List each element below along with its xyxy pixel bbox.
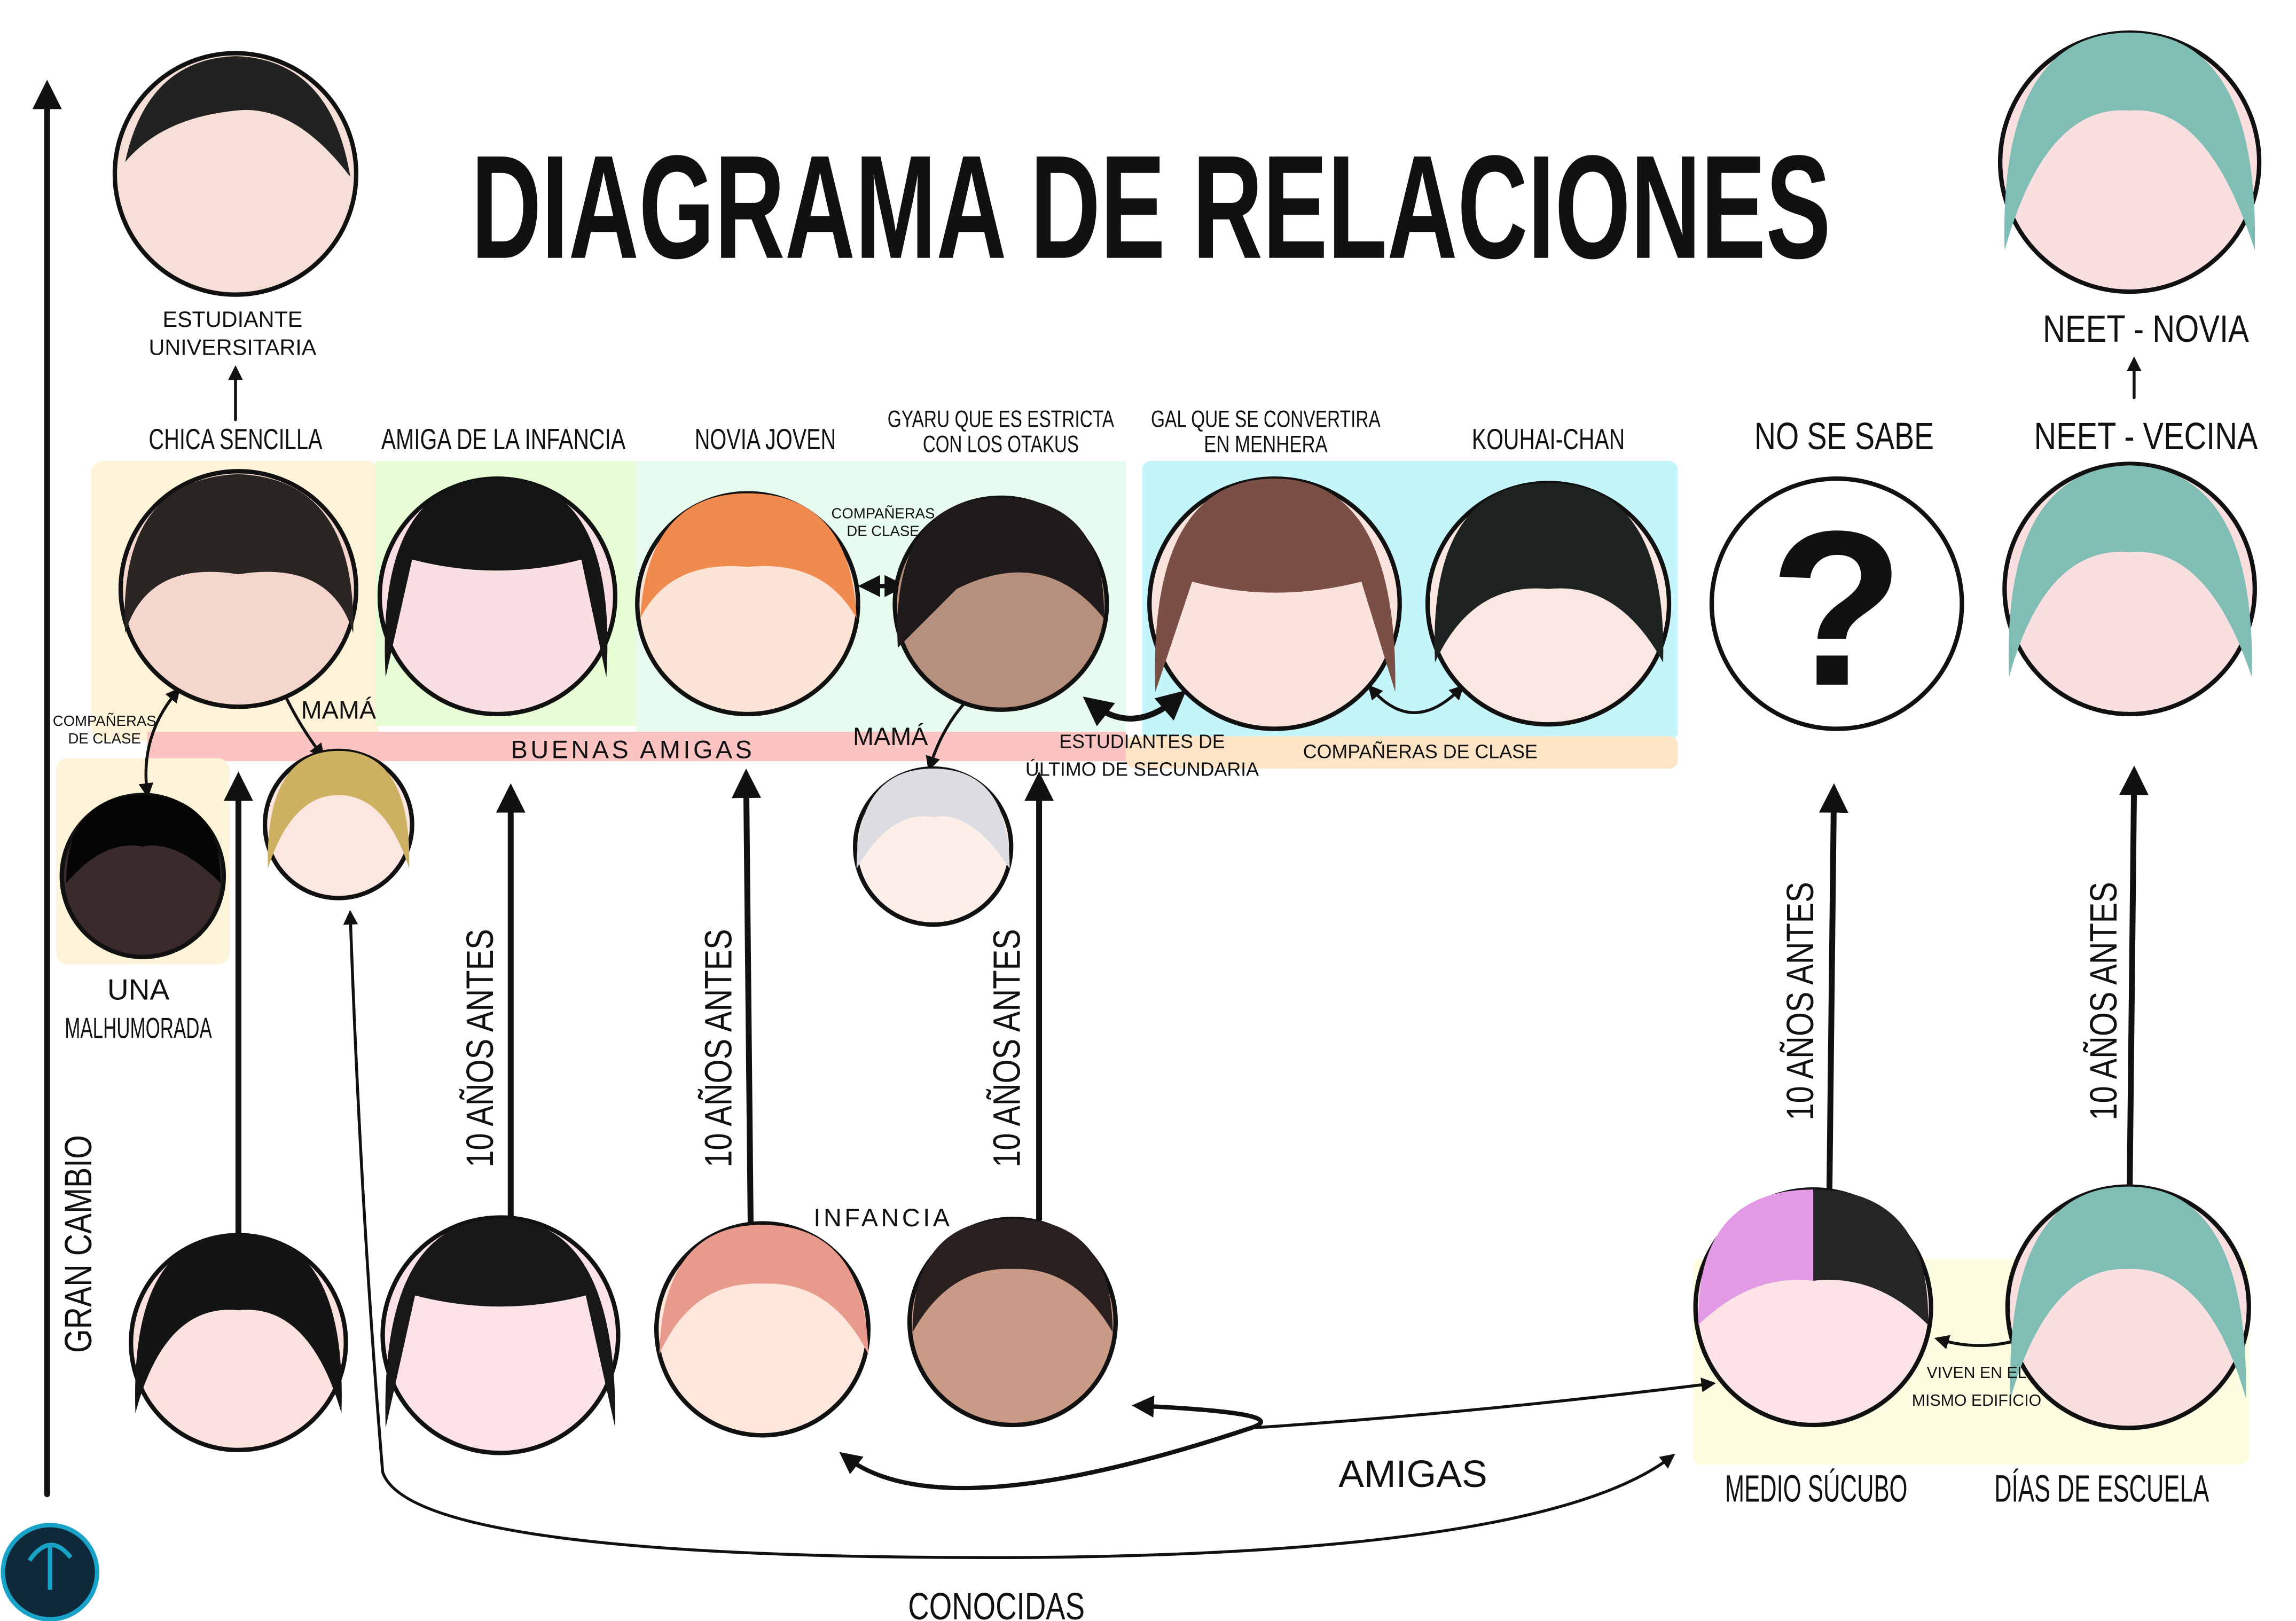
label-gal-2: EN MENHERA [1204,431,1328,457]
rel-buenas-amigas: BUENAS AMIGAS [511,736,755,764]
lonely-reader-logo [1,1523,99,1621]
portrait-malhumorada[interactable] [59,793,226,959]
portrait-estudiante[interactable] [112,51,359,297]
rel-10-anos-gyaru: 10 AÑOS ANTES [986,929,1029,1167]
rel-amigas: AMIGAS [1338,1453,1487,1495]
portrait-unknown[interactable]: ? [1709,476,1964,732]
label-estudiante-2: UNIVERSITARIA [148,335,316,360]
label-neet-vecina: NEET - VECINA [2034,415,2258,458]
rel-estudiantes-l1: ESTUDIANTES DE [1059,731,1225,752]
portrait-gal[interactable] [1147,476,1402,731]
rel-10-anos-unknown: 10 AÑOS ANTES [1779,882,1822,1120]
page-title: DIAGRAMA DE RELACIONES [471,124,1831,289]
arrow-estudiantes [1083,690,1187,726]
label-novia: NOVIA JOVEN [695,422,836,456]
portrait-gyaru-child[interactable] [907,1217,1118,1428]
portrait-neet-vecina[interactable] [2002,461,2257,717]
arrow-mama-2 [926,702,966,771]
label-malhumorada-1: UNA [107,973,170,1006]
rel-conocidas: CONOCIDAS [908,1585,1085,1621]
rel-estudiantes-l2: ÚLTIMO DE SECUNDARIA [1025,759,1259,780]
label-chica: CHICA SENCILLA [148,422,322,456]
portrait-amiga-child[interactable] [380,1215,621,1455]
portrait-neet-novia[interactable] [1997,30,2262,294]
rel-10-anos-neet: 10 AÑOS ANTES [2082,882,2125,1120]
arrow-conocidas [343,910,1675,1559]
rel-companeras-2-l1: COMPAÑERAS [832,505,935,521]
arrow-amigas-right [1249,1377,1717,1430]
portrait-medio-sucubo[interactable] [1693,1187,1933,1428]
label-gyaru-1: GYARU QUE ES ESTRICTA [888,406,1115,433]
rel-10-anos-novia: 10 AÑOS ANTES [698,929,740,1167]
arrow-10-anos-neet [2119,765,2149,1193]
label-gyaru-2: CON LOS OTAKUS [923,431,1079,457]
rel-mama-2: MAMÁ [853,723,928,750]
arrow-gal-kouhai [1368,684,1464,714]
rel-companeras-1-l2: DE CLASE [68,730,141,747]
rel-viven-l2: MISMO EDIFICIO [1912,1392,2041,1409]
label-amiga: AMIGA DE LA INFANCIA [381,422,626,456]
label-estudiante-1: ESTUDIANTE [163,307,303,332]
arrow-viven [1934,1335,2025,1350]
arrow-10-anos-novia [731,768,762,1225]
portrait-mama-white[interactable] [852,766,1014,927]
label-dias-escuela: DÍAS DE ESCUELA [1994,1467,2209,1510]
label-malhumorada-2: MALHUMORADA [65,1011,212,1044]
rel-companeras-band: COMPAÑERAS DE CLASE [1303,741,1538,763]
arrow-mama-1 [285,698,325,759]
arrow-companeras-malhumorada [138,687,181,798]
portrait-gyaru[interactable] [892,495,1109,712]
label-medio-sucubo: MEDIO SÚCUBO [1725,1467,1908,1510]
label-gal-1: GAL QUE SE CONVERTIRA [1151,406,1381,433]
rel-infancia: INFANCIA [813,1204,952,1232]
portrait-chica-child[interactable] [129,1233,348,1453]
label-neet-novia: NEET - NOVIA [2043,308,2249,350]
rel-gran-cambio: GRAN CAMBIO [57,1135,100,1353]
rel-companeras-1-l1: COMPAÑERAS [53,712,156,729]
rel-companeras-2-l2: DE CLASE [847,523,919,539]
question-mark-icon: ? [1769,485,1905,732]
portrait-dias-escuela[interactable] [2005,1184,2251,1430]
portrait-novia[interactable] [635,491,860,717]
arrow-10-anos-unknown [1819,783,1848,1193]
label-unknown: NO SE SABE [1754,415,1934,458]
rel-viven-l1: VIVEN EN EL [1927,1364,2027,1382]
portrait-chica[interactable] [118,469,359,709]
portrait-mama-blonde[interactable] [262,748,414,900]
rel-10-anos-amiga: 10 AÑOS ANTES [459,929,501,1167]
portrait-kouhai[interactable] [1425,481,1672,727]
companeras-band [1126,736,1678,769]
rel-mama-1: MAMÁ [301,696,377,724]
portrait-amiga[interactable] [377,476,618,717]
label-kouhai: KOUHAI-CHAN [1472,422,1625,456]
portrait-novia-child[interactable] [654,1221,871,1438]
